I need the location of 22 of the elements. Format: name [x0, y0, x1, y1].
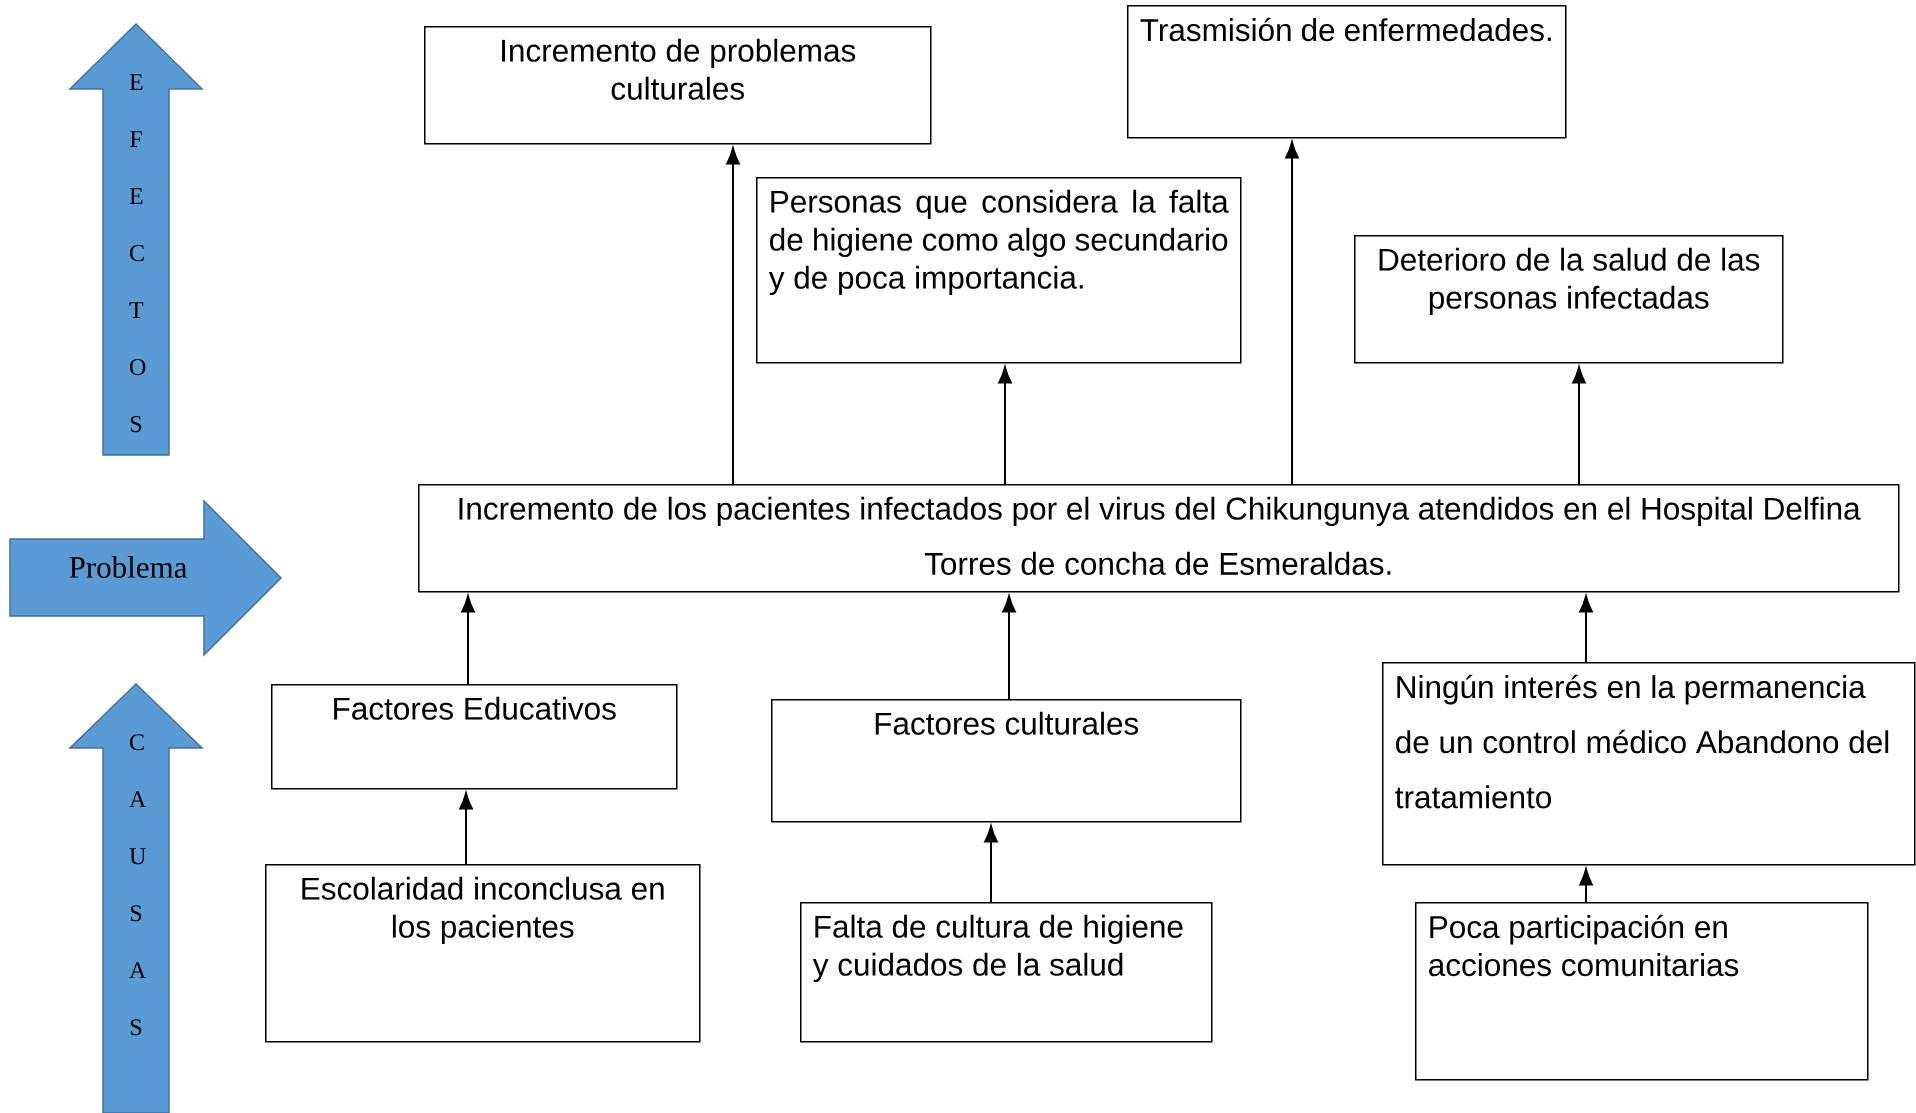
arrow	[461, 595, 475, 685]
category-banner: Problema	[9, 499, 283, 657]
arrow	[1002, 595, 1016, 700]
text-box: Incremento de problemas culturales	[424, 26, 932, 145]
text-box: Factores Educativos	[271, 684, 678, 790]
arrow	[1579, 595, 1593, 663]
arrow	[998, 366, 1012, 485]
arrow	[459, 792, 473, 865]
text-box: Escolaridad inconclusa en los pacientes	[265, 864, 701, 1043]
text-box: Trasmisión de enfermedades.	[1127, 5, 1567, 139]
text-box: Deterioro de la salud de las personas infectadas	[1354, 235, 1784, 364]
arrow	[1572, 366, 1586, 485]
arrow	[726, 147, 740, 485]
text-box: Incremento de los pacientes infectados por el virus del Chikungunya atendidos en el Hospital Delfina Torres de concha de Esmeraldas.	[418, 484, 1900, 593]
text-box: Falta de cultura de higiene y cuidados de la salud	[800, 902, 1213, 1043]
arrow	[1285, 141, 1299, 485]
arrow	[1579, 868, 1593, 903]
text-box: Personas que considera la falta de higiene como algo secundario y de poca importancia.	[756, 177, 1242, 364]
text-box: Ningún interés en la permanencia de un control médico Abandono del tratamiento	[1382, 662, 1916, 866]
text-box: Factores culturales	[771, 699, 1242, 823]
arrow	[984, 825, 998, 903]
text-box: Poca participación en acciones comunitarias	[1415, 902, 1869, 1081]
